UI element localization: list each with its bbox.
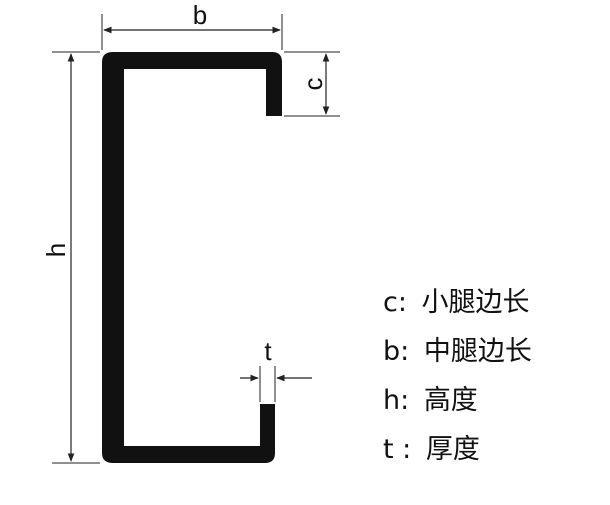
legend-key: t : [383, 434, 412, 465]
dimension-t: t [240, 336, 312, 402]
legend-item-c: c: 小腿边长 [383, 278, 532, 327]
legend-key: b: [383, 336, 410, 367]
legend-item-h: h: 高度 [383, 376, 532, 425]
legend-desc: 高度 [423, 385, 478, 416]
legend-item-b: b: 中腿边长 [383, 327, 532, 376]
legend-item-t: t : 厚度 [383, 425, 532, 474]
dimension-t-label: t [264, 336, 272, 366]
dimension-b-label: b [193, 0, 207, 30]
legend-key: c: [383, 287, 407, 318]
dimension-c: c [284, 51, 340, 117]
legend: c: 小腿边长 b: 中腿边长 h: 高度 t : 厚度 [383, 278, 532, 474]
c-channel-profile-outer [102, 52, 282, 463]
legend-key: h: [383, 385, 410, 416]
dimension-b: b [101, 0, 283, 50]
dimension-h-label: h [41, 243, 71, 257]
legend-desc: 小腿边长 [421, 287, 530, 318]
legend-desc: 中腿边长 [423, 336, 532, 367]
dimension-h: h [41, 51, 100, 464]
dimension-c-label: c [298, 78, 328, 91]
legend-desc: 厚度 [425, 434, 480, 465]
